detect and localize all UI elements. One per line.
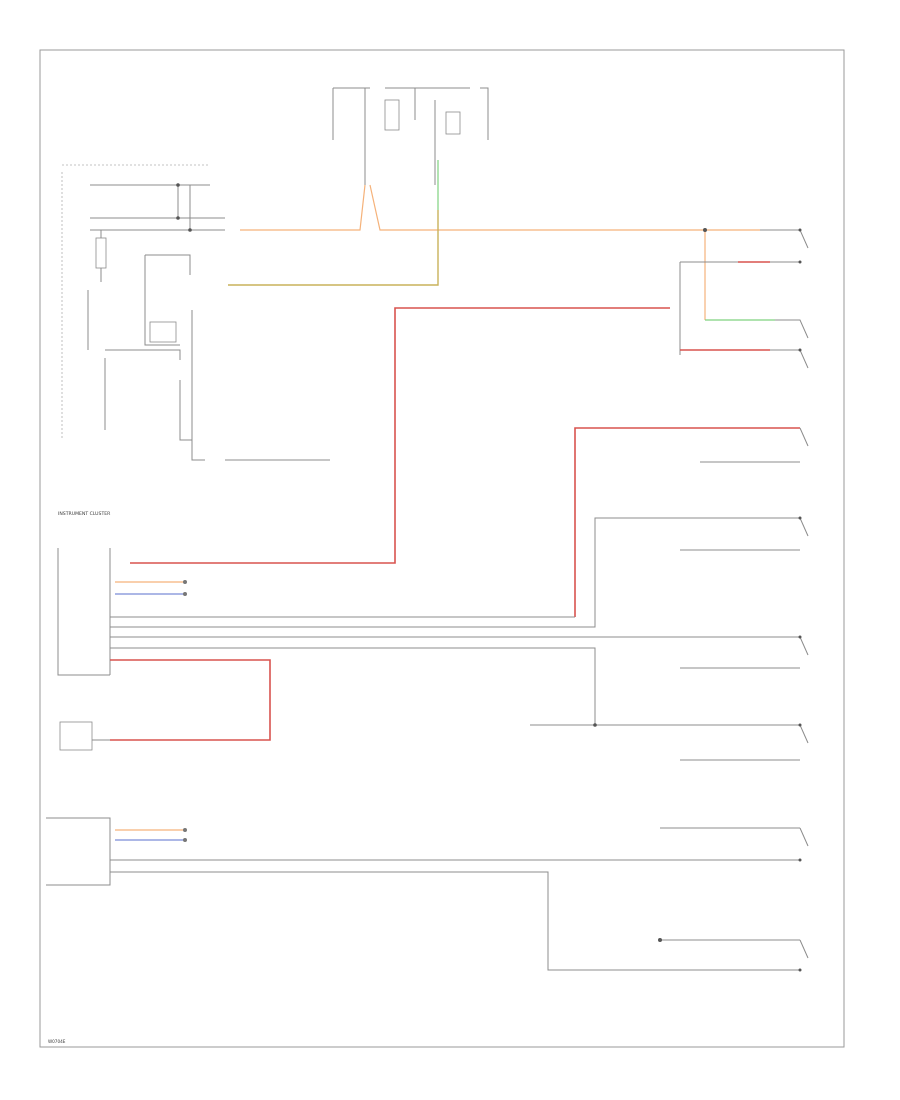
parking-brake-switch: [59, 721, 93, 751]
instrument-cluster-label: INSTRUMENT CLUSTER: [58, 511, 111, 517]
diagram-frame: [39, 49, 845, 1048]
wire-orange-main: [240, 184, 366, 231]
right-switch-group-top: [679, 228, 809, 369]
footer-code: W0704E: [48, 1039, 66, 1044]
fuse-component: [95, 237, 107, 269]
wire-red-main: [130, 307, 670, 564]
fuse-relay-box: [332, 87, 489, 185]
instrument-cluster: [57, 517, 800, 741]
seat-belt-control-unit: [46, 817, 809, 972]
door-switches: [530, 516, 809, 761]
wire-yellow: [228, 210, 439, 286]
wire-red-door: [574, 427, 800, 617]
left-panel: [61, 164, 330, 461]
